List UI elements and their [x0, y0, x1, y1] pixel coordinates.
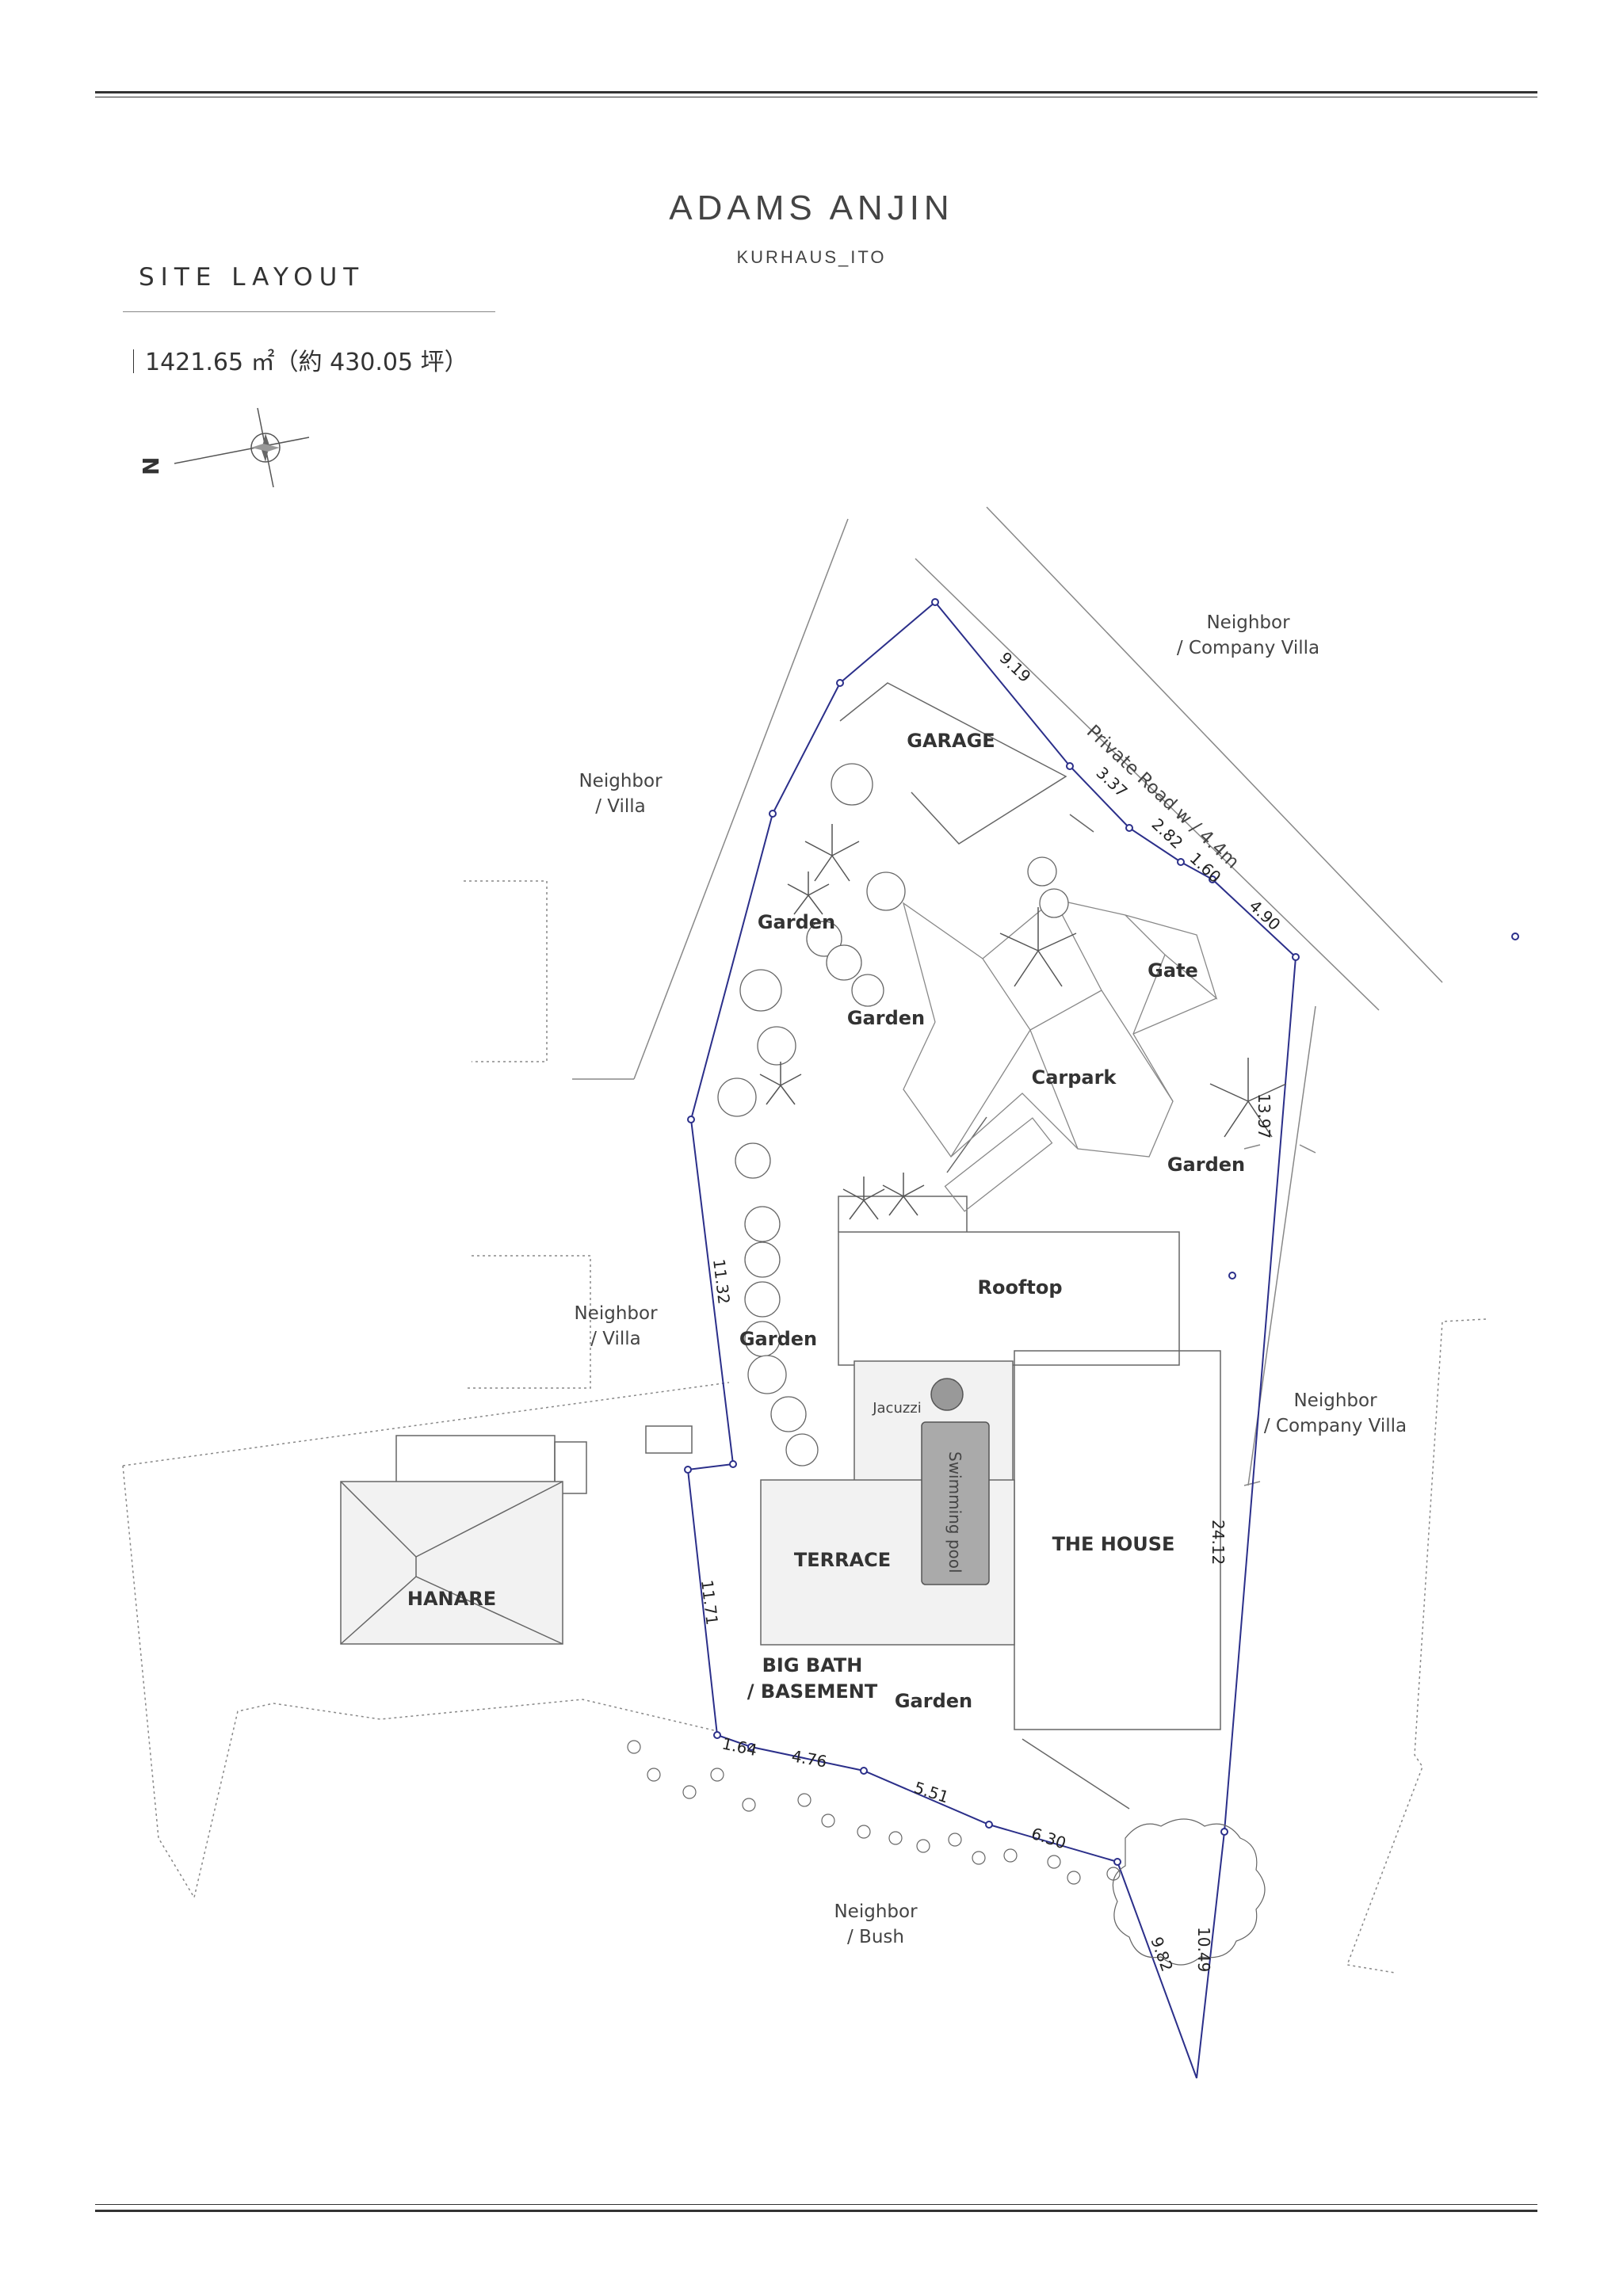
dimension-13-97: 13.97: [1254, 1093, 1274, 1138]
neighbor-company-villa-right-2: / Company Villa: [1264, 1416, 1407, 1436]
site-area: 1421.65 ㎡（約 430.05 坪）: [133, 342, 468, 377]
rooftop-outline: [838, 1231, 1180, 1366]
buildings: [340, 682, 1221, 1810]
dimension-11-71: 11.71: [697, 1579, 722, 1627]
section-title: SITE LAYOUT: [139, 263, 365, 292]
garden-label-4: Garden: [739, 1328, 817, 1350]
jacuzzi-label: Jacuzzi: [872, 1400, 922, 1417]
garden-label-5: Garden: [895, 1690, 972, 1712]
top-rule: [95, 91, 1537, 93]
dimension-10-49: 10.49: [1194, 1927, 1213, 1972]
neighbor-outlines: [122, 880, 1487, 1974]
trees: [717, 763, 1069, 1466]
house-label: THE HOUSE: [1052, 1533, 1175, 1555]
bush-row: [627, 1740, 1266, 1966]
neighbor-villa-lower-2: / Villa: [590, 1329, 641, 1349]
neighbor-company-villa-right-1: Neighbor: [1293, 1390, 1377, 1411]
neighbor-company-villa-top-1: Neighbor: [1206, 612, 1290, 633]
garden-label-1: Garden: [758, 911, 835, 933]
bottom-rule: [95, 2210, 1537, 2212]
hanare-label: HANARE: [407, 1588, 496, 1610]
big-bath-label-1: BIG BATH: [762, 1654, 863, 1676]
dimension-4-76: 4.76: [790, 1746, 828, 1771]
terrace-label: TERRACE: [794, 1549, 891, 1571]
dimension-1-64: 1.64: [720, 1733, 759, 1760]
neighbor-bush-1: Neighbor: [834, 1901, 918, 1922]
pool-label: Swimming pool: [945, 1451, 964, 1573]
property-boundary: [684, 598, 1519, 2079]
rooftop-label: Rooftop: [977, 1276, 1062, 1299]
neighbor-villa-upper-1: Neighbor: [579, 771, 663, 791]
jacuzzi-shape: [930, 1378, 964, 1411]
neighbor-villa-upper-2: / Villa: [595, 796, 646, 817]
north-label: N: [138, 457, 164, 475]
palm-icons: [759, 824, 1287, 1220]
dimension-9-19: 9.19: [996, 648, 1035, 686]
dimension-5-51: 5.51: [911, 1778, 951, 1807]
section-divider: [123, 311, 495, 312]
big-bath-label-2: / BASEMENT: [747, 1680, 878, 1703]
page-subtitle: KURHAUS_ITO: [736, 247, 887, 267]
garden-label-3: Garden: [1167, 1154, 1245, 1176]
carpark-label: Carpark: [1032, 1066, 1117, 1089]
gate-label: Gate: [1148, 959, 1198, 982]
carpark-paving: [902, 898, 1218, 1212]
neighbor-company-villa-top-2: / Company Villa: [1177, 638, 1319, 658]
neighbor-villa-lower-1: Neighbor: [574, 1303, 658, 1324]
dimension-6-30: 6.30: [1029, 1824, 1068, 1853]
neighbor-bush-2: / Bush: [847, 1927, 904, 1947]
garden-label-2: Garden: [847, 1007, 925, 1029]
plan-labels: Neighbor / Company Villa Neighbor / Vill…: [407, 612, 1407, 1974]
pool-shape: [921, 1421, 990, 1585]
compass-icon: N: [138, 407, 310, 488]
dimension-24-12: 24.12: [1209, 1520, 1228, 1565]
garage-label: GARAGE: [907, 730, 995, 752]
page-title: ADAMS ANJIN: [669, 189, 954, 227]
bottom-rule-thin: [95, 2204, 1537, 2205]
hanare-outline: [340, 1481, 563, 1645]
